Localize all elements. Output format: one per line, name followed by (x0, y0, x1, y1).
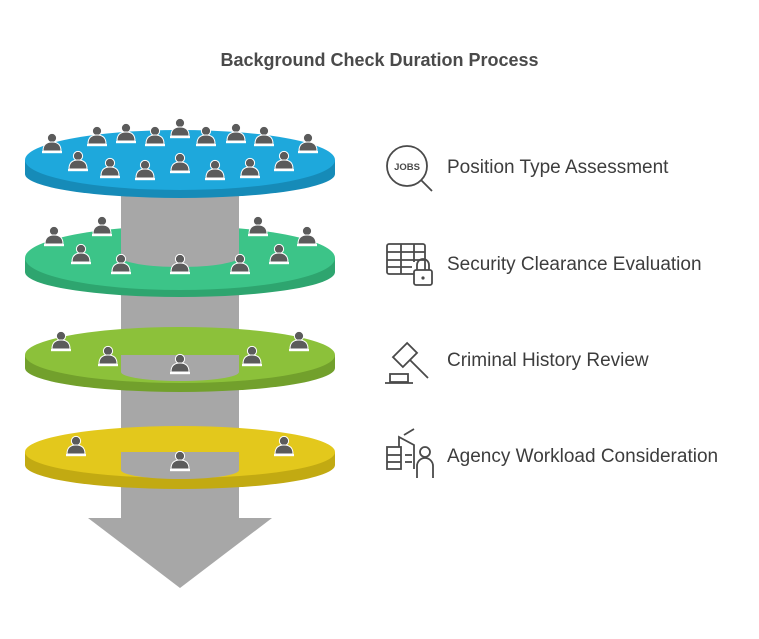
stage-label-position-type: Position Type Assessment (447, 157, 669, 178)
jobs-search-icon: JOBS (386, 145, 433, 192)
stage-label-criminal-history: Criminal History Review (447, 350, 649, 371)
stage-label-security-clearance: Security Clearance Evaluation (447, 254, 702, 275)
workplace-person-icon (386, 428, 434, 478)
person-icon (91, 215, 113, 237)
stage-label-agency-workload: Agency Workload Consideration (447, 446, 719, 467)
person-icon (296, 225, 318, 247)
disc-agency-workload (25, 426, 335, 489)
locked-table-icon (386, 243, 433, 286)
disc-position-type (25, 117, 335, 198)
svg-text:JOBS: JOBS (394, 162, 420, 173)
person-icon (247, 215, 269, 237)
person-icon (169, 117, 191, 139)
title: Background Check Duration Process (220, 50, 539, 70)
disc-security-clearance (25, 203, 335, 297)
disc-criminal-history (25, 327, 335, 392)
person-icon (43, 225, 65, 247)
gavel-icon (385, 341, 429, 384)
down-arrow (88, 518, 272, 588)
